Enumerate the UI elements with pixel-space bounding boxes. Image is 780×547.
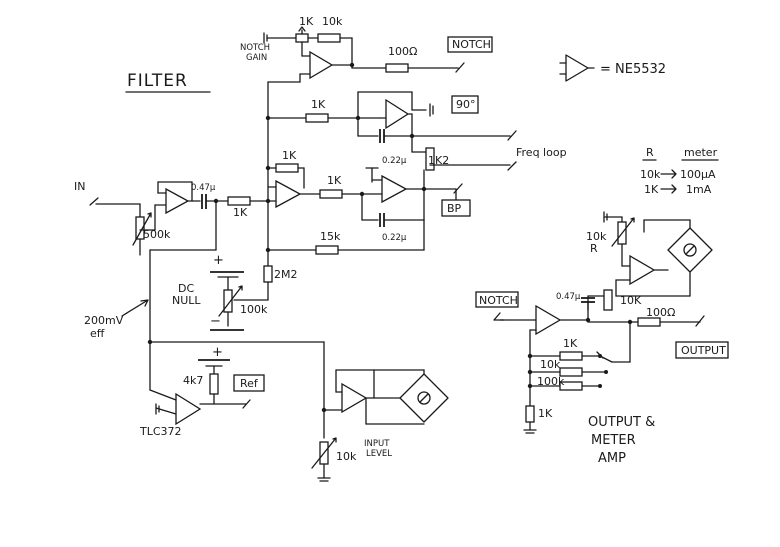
label-r1k-meter: 1K	[644, 183, 659, 196]
label-c047-in: 0.47μ	[191, 183, 216, 193]
opamp-summer	[275, 179, 302, 209]
label-r2m2: 2M2	[274, 268, 298, 281]
input-level-line1: INPUT	[364, 439, 390, 449]
opamp-input-meter	[341, 382, 368, 414]
legend-text: = NE5532	[600, 62, 666, 77]
input-level-line2: LEVEL	[366, 449, 392, 459]
label-100ua: 100μA	[680, 168, 716, 181]
label-r1k-gnd: 1K	[538, 407, 553, 420]
dc-null-line2: NULL	[172, 294, 201, 307]
legend-opamp-symbol	[559, 54, 595, 82]
label-r4k7: 4k7	[183, 374, 203, 387]
label-r100-notch: 100Ω	[388, 45, 417, 58]
label-ref: Ref	[240, 377, 259, 390]
opamp-meter	[629, 254, 656, 286]
label-90deg: 90°	[456, 98, 476, 111]
opamp-input-buffer	[165, 187, 190, 215]
oma-line3: AMP	[598, 451, 626, 466]
oma-line2: METER	[591, 433, 636, 448]
opamp-output	[535, 304, 562, 336]
label-meter-col: meter	[684, 146, 718, 159]
label-plus-ref: +	[212, 345, 223, 360]
opamp-integrator	[381, 174, 408, 204]
label-r1k-90: 1K	[311, 98, 326, 111]
label-c047-out: 0.47μ	[556, 292, 581, 302]
label-in: IN	[74, 180, 85, 193]
label-r1k-a: 1K	[563, 337, 578, 350]
opamp-tlc372	[175, 392, 202, 426]
label-1ma: 1mA	[686, 183, 712, 196]
label-r1k-sum: 1K	[282, 149, 297, 162]
label-plus-null: +	[213, 253, 224, 268]
label-r100k-null: 100k	[240, 303, 268, 316]
label-bp: BP	[447, 202, 462, 215]
label-r100k-c: 100k	[537, 375, 565, 388]
r10k-r-line1: 10k	[586, 230, 607, 243]
label-c022-top: 0.22μ	[382, 156, 407, 166]
range-switch	[596, 351, 613, 363]
label-r-col: R	[646, 146, 654, 159]
label-freq-loop: Freq loop	[516, 146, 567, 159]
label-minus-null: −	[210, 314, 221, 329]
label-r1k-int: 1K	[327, 174, 342, 187]
title: FILTER	[127, 71, 188, 91]
opamp-90deg	[385, 98, 410, 130]
label-output-meter-amp: OUTPUT & METER AMP	[588, 415, 655, 466]
label-notch-gain-10k: 10k	[322, 15, 343, 28]
mv200-line1: 200mV	[84, 314, 124, 327]
label-notch-gain-1k: 1K	[299, 15, 314, 28]
notch-gain-line1: NOTCH	[240, 43, 270, 53]
label-r1k2: 1K2	[428, 154, 449, 167]
opamp-notch-gain	[309, 50, 334, 80]
label-notch-in: NOTCH	[479, 294, 518, 307]
label-r1k-in: 1K	[233, 206, 248, 219]
notch-gain-line2: GAIN	[246, 53, 267, 63]
label-r100-out: 100Ω	[646, 306, 675, 319]
oma-line1: OUTPUT &	[588, 415, 655, 430]
label-r10k-input: 10k	[336, 450, 357, 463]
label-r10k-meter: 10k	[640, 168, 661, 181]
label-r15k: 15k	[320, 230, 341, 243]
label-notch-out: NOTCH	[452, 38, 491, 51]
mv200-line2: eff	[90, 327, 105, 340]
label-r10k-out: 10K	[620, 294, 642, 307]
r10k-r-line2: R	[590, 242, 598, 255]
label-tlc372: TLC372	[139, 425, 182, 438]
label-500k: 500k	[143, 228, 171, 241]
label-output: OUTPUT	[681, 344, 726, 357]
label-r10k-b: 10k	[540, 358, 561, 371]
label-c022-bot: 0.22μ	[382, 233, 407, 243]
dc-null-line1: DC	[178, 282, 194, 295]
bridge-rectifier-input	[399, 373, 449, 423]
